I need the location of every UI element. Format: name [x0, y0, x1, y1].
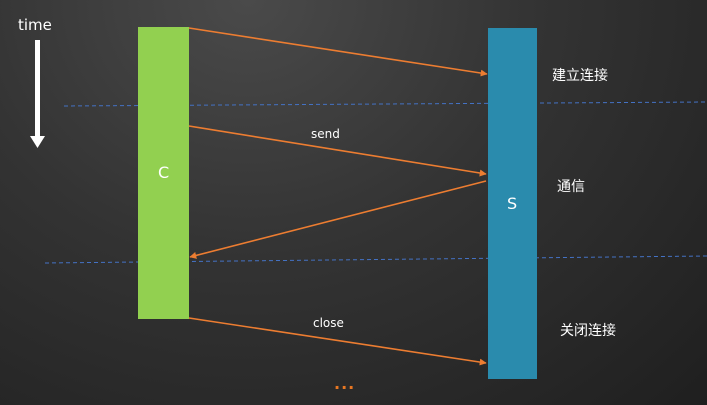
- time-axis-label: time: [18, 16, 52, 34]
- connect-phase-label: 建立连接: [552, 68, 608, 84]
- time-arrow-icon: [30, 40, 45, 148]
- close-message-label: close: [313, 316, 344, 330]
- server-label: S: [507, 194, 518, 213]
- server-lifeline: [488, 28, 537, 379]
- communicate-phase-label: 通信: [557, 179, 585, 195]
- continuation-ellipsis: ...: [334, 374, 356, 393]
- client-label: C: [158, 163, 170, 182]
- send-message-label: send: [311, 127, 340, 141]
- client-lifeline: [138, 27, 189, 319]
- response-arrow: [189, 180, 487, 259]
- phase-separator-bottom: [44, 255, 707, 264]
- disconnect-phase-label: 关闭连接: [560, 323, 616, 339]
- close-arrow: [188, 317, 487, 366]
- connect-request-arrow: [188, 27, 488, 77]
- send-arrow: [188, 125, 487, 177]
